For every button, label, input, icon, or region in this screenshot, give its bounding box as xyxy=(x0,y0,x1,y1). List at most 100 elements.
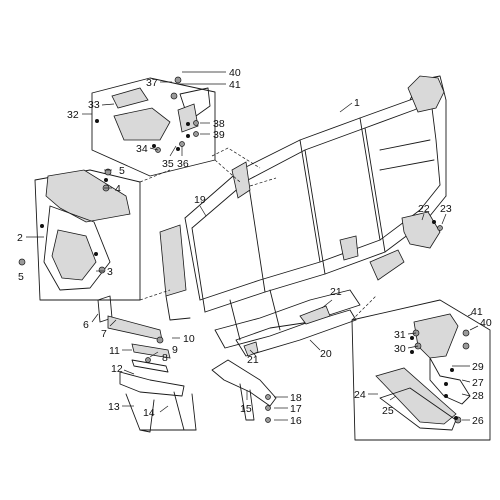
svg-text:5: 5 xyxy=(18,271,24,283)
callout-37: 37 xyxy=(146,77,172,89)
callout-18: 18 xyxy=(274,392,302,404)
callout-41-top: 41 xyxy=(178,79,241,91)
svg-text:26: 26 xyxy=(472,415,484,427)
callout-29: 29 xyxy=(452,361,484,373)
callout-10: 10 xyxy=(172,333,195,345)
main-frame-drawing xyxy=(159,75,447,349)
lower-frame-brackets xyxy=(235,305,357,357)
callout-27: 27 xyxy=(461,377,484,389)
callout-1: 1 xyxy=(339,97,360,113)
stand-assembly xyxy=(97,295,197,433)
svg-text:9: 9 xyxy=(172,344,178,356)
svg-text:27: 27 xyxy=(472,377,484,389)
callout-33: 33 xyxy=(88,99,115,111)
svg-text:30: 30 xyxy=(394,343,406,355)
svg-text:38: 38 xyxy=(213,118,225,130)
detail-leader xyxy=(351,295,377,321)
svg-text:13: 13 xyxy=(108,401,120,413)
svg-text:2: 2 xyxy=(17,232,23,244)
svg-text:5: 5 xyxy=(119,165,125,177)
svg-text:11: 11 xyxy=(109,345,120,357)
callout-32: 32 xyxy=(67,109,92,121)
callout-19: 19 xyxy=(194,194,207,217)
callout-38: 38 xyxy=(200,118,225,130)
callout-5-bottom: 5 xyxy=(18,271,24,283)
callout-25: 25 xyxy=(382,395,397,417)
callout-23: 23 xyxy=(440,203,452,225)
svg-text:17: 17 xyxy=(290,403,302,415)
svg-text:29: 29 xyxy=(472,361,484,373)
passenger-footrest-detail xyxy=(351,299,491,441)
detail-leader xyxy=(214,159,241,183)
callout-13: 13 xyxy=(108,401,134,413)
callout-22: 22 xyxy=(418,203,430,221)
callout-41-right: 41 xyxy=(467,306,483,318)
svg-text:39: 39 xyxy=(213,129,225,141)
callout-15: 15 xyxy=(240,390,252,415)
callout-11: 11 xyxy=(109,345,132,357)
svg-text:41: 41 xyxy=(229,79,241,91)
callout-7: 7 xyxy=(101,319,117,340)
callouts: 1 2 3 4 5 5 6 7 8 xyxy=(17,67,492,427)
svg-text:20: 20 xyxy=(320,348,332,360)
svg-text:3: 3 xyxy=(107,266,113,278)
svg-text:34: 34 xyxy=(136,143,148,155)
callout-35: 35 xyxy=(162,145,177,170)
reference-dots xyxy=(40,119,458,420)
callout-20: 20 xyxy=(309,339,332,360)
svg-text:40: 40 xyxy=(229,67,241,79)
callout-5-top: 5 xyxy=(104,165,125,177)
callout-21-lower: 21 xyxy=(247,349,259,366)
callout-12: 12 xyxy=(111,363,135,375)
svg-text:19: 19 xyxy=(194,194,206,206)
svg-text:40: 40 xyxy=(480,317,492,329)
svg-text:14: 14 xyxy=(143,407,155,419)
callout-24: 24 xyxy=(354,389,378,401)
svg-text:4: 4 xyxy=(115,183,121,195)
callout-40-top: 40 xyxy=(182,67,241,79)
callout-3: 3 xyxy=(96,266,113,278)
callout-2: 2 xyxy=(17,232,44,244)
svg-text:8: 8 xyxy=(162,352,168,364)
svg-text:6: 6 xyxy=(83,319,89,331)
footrest-support xyxy=(211,359,277,423)
svg-text:32: 32 xyxy=(67,109,79,121)
svg-text:18: 18 xyxy=(290,392,302,404)
svg-text:7: 7 xyxy=(101,328,107,340)
callout-26: 26 xyxy=(462,415,484,427)
callout-6: 6 xyxy=(83,313,99,331)
svg-text:31: 31 xyxy=(394,329,406,341)
callout-16: 16 xyxy=(274,415,302,427)
callout-4: 4 xyxy=(104,183,121,195)
svg-text:36: 36 xyxy=(177,158,189,170)
svg-text:12: 12 xyxy=(111,363,123,375)
svg-text:16: 16 xyxy=(290,415,302,427)
svg-text:28: 28 xyxy=(472,390,484,402)
rear-bracket xyxy=(401,211,443,249)
svg-text:35: 35 xyxy=(162,158,174,170)
svg-text:22: 22 xyxy=(418,203,430,215)
svg-text:41: 41 xyxy=(471,306,483,318)
callout-14: 14 xyxy=(143,405,169,419)
svg-text:33: 33 xyxy=(88,99,100,111)
callout-31: 31 xyxy=(394,329,417,341)
callout-36: 36 xyxy=(177,146,189,170)
callout-17: 17 xyxy=(274,403,302,415)
svg-text:1: 1 xyxy=(354,97,360,109)
svg-text:25: 25 xyxy=(382,405,394,417)
svg-text:21: 21 xyxy=(247,354,259,366)
callout-21-upper: 21 xyxy=(321,286,342,309)
svg-text:23: 23 xyxy=(440,203,452,215)
detail-leader xyxy=(211,147,261,169)
svg-text:10: 10 xyxy=(183,333,195,345)
callout-9: 9 xyxy=(172,344,178,356)
detail-leader xyxy=(249,177,277,187)
svg-text:37: 37 xyxy=(146,77,158,89)
callout-40-right: 40 xyxy=(469,317,492,331)
front-bracket-detail xyxy=(18,168,141,301)
top-bracket-detail xyxy=(91,76,216,177)
callout-30: 30 xyxy=(394,343,419,355)
callout-28: 28 xyxy=(461,390,484,402)
